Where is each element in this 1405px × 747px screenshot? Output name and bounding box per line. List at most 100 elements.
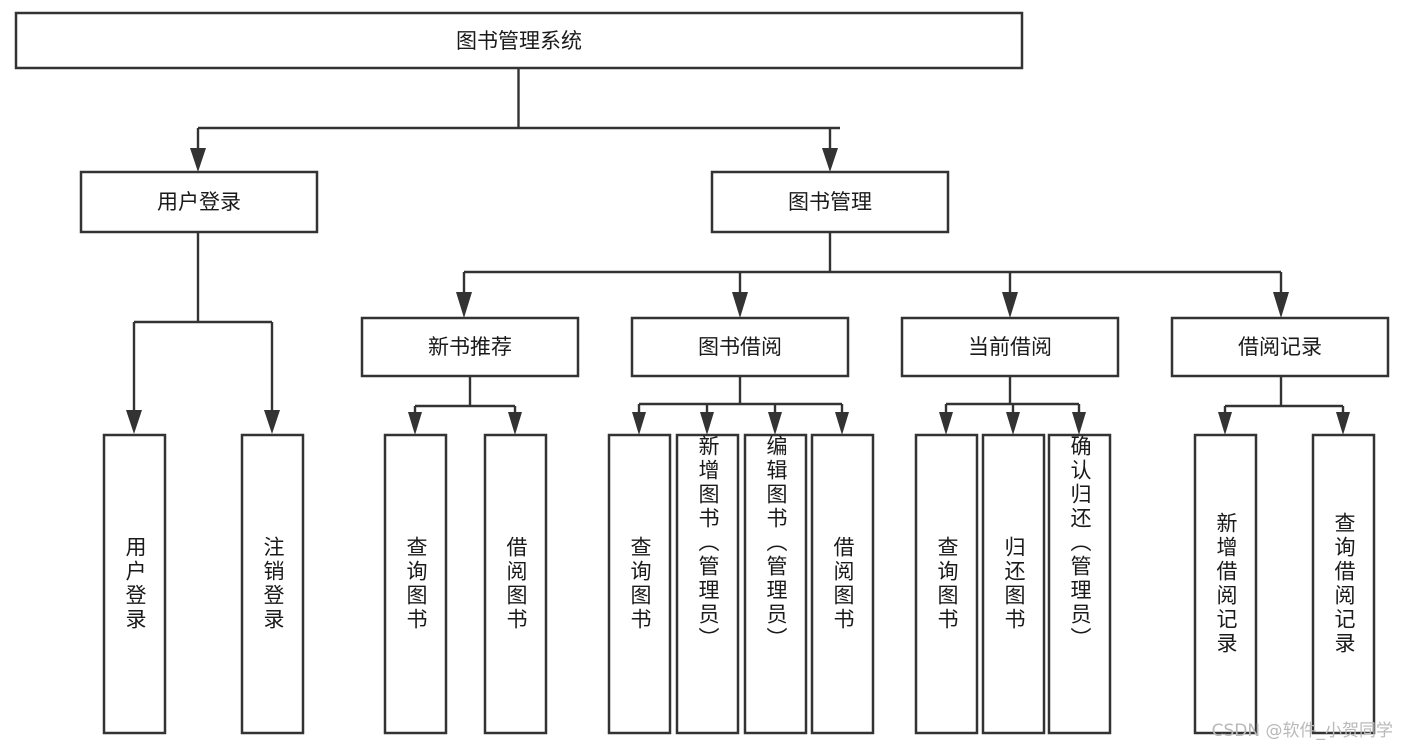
connector-group-book-mgmt — [456, 232, 1289, 318]
node-book-management[interactable]: 图书管理 — [710, 170, 950, 234]
node-book-borrow[interactable]: 图书借阅 — [630, 316, 850, 378]
leaf-book-borrow-3[interactable]: 编辑图书（管理员） — [743, 433, 808, 735]
arrow-borrow-record — [1273, 292, 1289, 318]
node-borrow-record-rect[interactable] — [1170, 316, 1390, 378]
node-current-borrow-rect[interactable] — [900, 316, 1120, 378]
leaf-borrow-record-1-label: 新增借阅记录 — [1214, 512, 1238, 656]
leaf-current-borrow-3[interactable]: 确认归还（管理员） — [1047, 433, 1112, 735]
leaf-borrow-record-1[interactable]: 新增借阅记录 — [1193, 433, 1258, 735]
leaf-br-2-cell: 查询借阅记录 — [1313, 435, 1374, 733]
connector-group-book-borrow — [632, 376, 849, 435]
arrow-book-mgmt — [822, 148, 838, 172]
node-root[interactable]: 图书管理系统 — [14, 11, 1024, 70]
node-book-management-rect[interactable] — [710, 170, 950, 234]
node-user-login[interactable]: 用户登录 — [79, 170, 319, 234]
leaf-book-borrow-2-rect[interactable] — [675, 433, 740, 735]
node-current-borrow[interactable]: 当前借阅 — [900, 316, 1120, 378]
leaf-bb-4-cell: 借阅图书 — [812, 435, 873, 733]
leaf-new-book-recommend-1[interactable]: 查询图书 — [383, 433, 448, 735]
leaf-new-book-recommend-2-label: 借阅图书 — [504, 536, 528, 632]
connector-group-current-borrow — [939, 376, 1086, 435]
connector-group-borrow-record — [1218, 376, 1350, 435]
node-book-management-label: 图书管理 — [788, 190, 872, 214]
arrow-leaf-user-login-1 — [126, 410, 142, 434]
node-user-login-label: 用户登录 — [157, 190, 241, 214]
arrow-leaf-br-1 — [1218, 412, 1232, 435]
leaf-new-book-recommend-1-label: 查询图书 — [404, 536, 428, 632]
leaf-new-book-recommend-2[interactable]: 借阅图书 — [483, 433, 548, 735]
leaf-bb-2-cell: 新增图书（管理员） — [677, 435, 738, 733]
leaf-borrow-record-2[interactable]: 查询借阅记录 — [1311, 433, 1376, 735]
arrow-leaf-bb-4 — [835, 412, 849, 435]
node-new-book-recommend-rect[interactable] — [360, 316, 580, 378]
leaf-br-1-cell: 新增借阅记录 — [1195, 435, 1256, 733]
leaf-new-book-recommend-2-rect[interactable] — [483, 433, 548, 735]
connector-group-new-book-recommend — [408, 376, 522, 435]
node-user-login-rect[interactable] — [79, 170, 319, 234]
leaf-borrow-record-1-rect[interactable] — [1193, 433, 1258, 735]
leaf-nbr-2-cell: 借阅图书 — [485, 435, 546, 733]
arrow-leaf-bb-1 — [632, 412, 646, 435]
leaf-book-borrow-2-label: 新增图书（管理员） — [696, 435, 720, 651]
leaf-user-login-1[interactable]: 用户登录 — [102, 433, 167, 735]
arrow-leaf-nbr-2 — [508, 412, 522, 435]
arrow-new-book-recommend — [456, 292, 472, 318]
leaf-book-borrow-1-rect[interactable] — [607, 433, 672, 735]
arrow-leaf-user-login-2 — [264, 410, 280, 434]
leaf-user-login-2-label: 注销登录 — [261, 536, 285, 632]
leaf-current-borrow-1[interactable]: 查询图书 — [914, 433, 979, 735]
leaf-book-borrow-4-rect[interactable] — [810, 433, 875, 735]
node-root-rect[interactable] — [14, 11, 1024, 70]
leaf-current-borrow-2-rect[interactable] — [981, 433, 1046, 735]
arrow-leaf-bb-3 — [768, 412, 782, 435]
node-borrow-record-label: 借阅记录 — [1238, 335, 1322, 359]
leaf-book-borrow-3-label: 编辑图书（管理员） — [764, 435, 788, 651]
leaf-new-book-recommend-1-rect[interactable] — [383, 433, 448, 735]
leaf-cb-1-cell: 查询图书 — [916, 435, 977, 733]
leaf-book-borrow-3-rect[interactable] — [743, 433, 808, 735]
leaf-borrow-record-2-label: 查询借阅记录 — [1332, 512, 1356, 656]
leaf-cb-2-cell: 归还图书 — [983, 435, 1044, 733]
node-book-borrow-label: 图书借阅 — [698, 335, 782, 359]
leaf-nbr-1-cell: 查询图书 — [385, 435, 446, 733]
arrow-book-borrow — [732, 292, 748, 318]
leaf-user-login-1-cell: 用户登录 — [104, 435, 165, 733]
arrow-leaf-bb-2 — [700, 412, 714, 435]
leaf-borrow-record-2-rect[interactable] — [1311, 433, 1376, 735]
leaf-user-login-2-rect[interactable] — [240, 433, 305, 735]
node-new-book-recommend[interactable]: 新书推荐 — [360, 316, 580, 378]
leaf-book-borrow-4[interactable]: 借阅图书 — [810, 433, 875, 735]
leaf-current-borrow-2-label: 归还图书 — [1002, 536, 1026, 632]
leaf-book-borrow-4-label: 借阅图书 — [831, 536, 855, 632]
connector-group-user-login — [126, 232, 280, 434]
arrow-leaf-cb-2 — [1006, 412, 1020, 435]
leaf-book-borrow-1-label: 查询图书 — [628, 536, 652, 632]
connector-group-root — [190, 68, 840, 172]
leaf-bb-3-cell: 编辑图书（管理员） — [745, 435, 806, 733]
leaf-current-borrow-2[interactable]: 归还图书 — [981, 433, 1046, 735]
arrow-leaf-nbr-1 — [408, 412, 422, 435]
arrow-current-borrow — [1002, 292, 1018, 318]
leaf-user-login-1-label: 用户登录 — [123, 536, 147, 632]
node-book-borrow-rect[interactable] — [630, 316, 850, 378]
leaf-user-login-2[interactable]: 注销登录 — [240, 433, 305, 735]
leaf-bb-1-cell: 查询图书 — [609, 435, 670, 733]
leaf-user-login-1-rect[interactable] — [102, 433, 167, 735]
arrow-leaf-br-2 — [1336, 412, 1350, 435]
node-new-book-recommend-label: 新书推荐 — [428, 335, 512, 359]
leaf-cb-3-cell: 确认归还（管理员） — [1049, 435, 1110, 733]
leaf-user-login-2-cell: 注销登录 — [242, 435, 303, 733]
leaf-current-borrow-1-rect[interactable] — [914, 433, 979, 735]
arrow-user-login — [190, 148, 206, 172]
node-root-label: 图书管理系统 — [456, 29, 582, 53]
leaf-current-borrow-1-label: 查询图书 — [935, 536, 959, 632]
arrow-leaf-cb-3 — [1072, 412, 1086, 435]
node-borrow-record[interactable]: 借阅记录 — [1170, 316, 1390, 378]
leaf-book-borrow-1[interactable]: 查询图书 — [607, 433, 672, 735]
leaf-current-borrow-3-rect[interactable] — [1047, 433, 1112, 735]
node-current-borrow-label: 当前借阅 — [968, 335, 1052, 359]
leaf-book-borrow-2[interactable]: 新增图书（管理员） — [675, 433, 740, 735]
arrow-leaf-cb-1 — [939, 412, 953, 435]
